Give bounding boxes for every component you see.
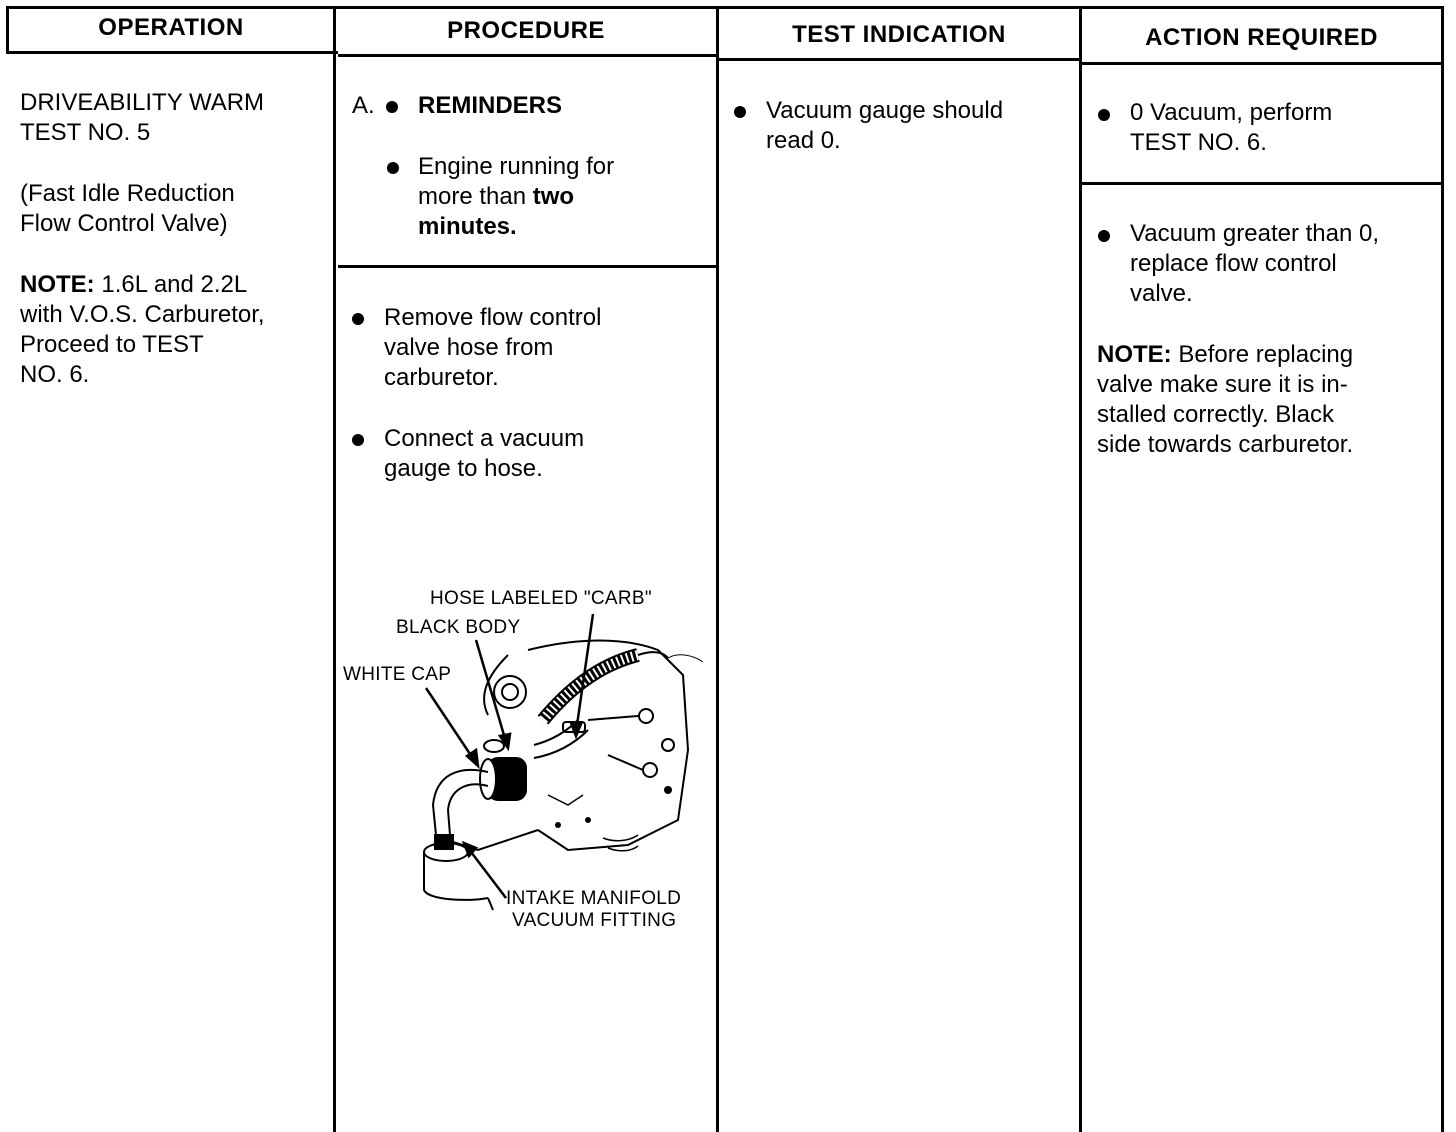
label-intake-line1: INTAKE MANIFOLD: [506, 888, 682, 909]
bullet-icon: [1098, 109, 1110, 121]
action-2-line1: Vacuum greater than 0,: [1130, 220, 1380, 247]
action-note-line3: stalled correctly. Black: [1097, 401, 1334, 428]
operation-title-line1: DRIVEABILITY WARM: [20, 89, 265, 116]
procedure-reminders-label: REMINDERS: [418, 92, 563, 119]
procedure-step2: Connect a vacuum gauge to hose.: [384, 424, 704, 484]
action-note: NOTE: Before replacing valve make sure i…: [1097, 340, 1437, 460]
test-indication-line1: Vacuum gauge should: [766, 97, 1004, 124]
procedure-reminder-bold2: minutes.: [418, 213, 517, 240]
operation-title-line2: TEST NO. 5: [20, 119, 151, 146]
bullet-icon: [734, 106, 746, 118]
table-right-border: [1441, 6, 1444, 1132]
procedure-reminder-bold1: two: [532, 183, 575, 210]
procedure-step1-line2: valve hose from: [384, 334, 554, 361]
operation-subtitle: (Fast Idle Reduction Flow Control Valve): [20, 179, 330, 239]
action-1-line1: 0 Vacuum, perform: [1130, 99, 1333, 126]
operation-title: DRIVEABILITY WARM TEST NO. 5: [20, 88, 330, 148]
label-white-cap: WHITE CAP: [343, 664, 452, 685]
procedure-step2-line1: Connect a vacuum: [384, 425, 585, 452]
header-operation: OPERATION: [98, 14, 244, 41]
operation-subtitle-line1: (Fast Idle Reduction: [20, 180, 235, 207]
procedure-reminder-line2: more than: [418, 183, 527, 210]
bullet-icon: [1098, 230, 1110, 242]
bullet-icon: [352, 434, 364, 446]
procedure-step2-line2: gauge to hose.: [384, 455, 543, 482]
column-divider-1: [333, 6, 336, 1132]
procedure-step-letter: A.: [352, 92, 375, 119]
header-procedure: PROCEDURE: [447, 17, 605, 44]
action-2-line2: replace flow control: [1130, 250, 1337, 277]
header-bottom-rule-operation: [6, 51, 338, 54]
operation-note: NOTE: 1.6L and 2.2L with V.O.S. Carburet…: [20, 270, 330, 390]
operation-note-line2: with V.O.S. Carburetor,: [20, 301, 265, 328]
header-bottom-rule-test: [718, 58, 1082, 61]
test-indication-text: Vacuum gauge should read 0.: [766, 96, 1076, 156]
label-black-body: BLACK BODY: [396, 617, 521, 638]
header-bottom-rule-procedure: [338, 54, 718, 57]
bullet-icon: [352, 313, 364, 325]
table-top-border: [6, 6, 1444, 9]
operation-note-line3: Proceed to TEST: [20, 331, 204, 358]
header-test-indication: TEST INDICATION: [792, 21, 1006, 48]
operation-note-line1: 1.6L and 2.2L: [101, 271, 248, 298]
table-left-border: [6, 6, 9, 54]
header-action-required: ACTION REQUIRED: [1145, 24, 1378, 51]
action-note-label: NOTE:: [1097, 341, 1172, 368]
operation-note-label: NOTE:: [20, 271, 95, 298]
action-1: 0 Vacuum, perform TEST NO. 6.: [1130, 98, 1435, 158]
column-divider-2: [716, 6, 719, 1132]
procedure-step1-line3: carburetor.: [384, 364, 499, 391]
bullet-icon: [387, 162, 399, 174]
action-2-line3: valve.: [1130, 280, 1193, 307]
flow-control-valve-illustration: HOSE LABELED "CARB" BLACK BODY WHITE CAP…: [338, 580, 710, 940]
procedure-reminder: Engine running for more than two minutes…: [418, 152, 708, 242]
action-note-line1: Before replacing: [1178, 341, 1354, 368]
action-note-line2: valve make sure it is in-: [1097, 371, 1348, 398]
bullet-icon: [386, 101, 398, 113]
procedure-reminder-line1: Engine running for: [418, 153, 615, 180]
action-2: Vacuum greater than 0, replace flow cont…: [1130, 219, 1440, 309]
operation-note-line4: NO. 6.: [20, 361, 90, 388]
label-intake-line2: VACUUM FITTING: [512, 910, 677, 931]
procedure-step1: Remove flow control valve hose from carb…: [384, 303, 704, 393]
action-1-line2: TEST NO. 6.: [1130, 129, 1267, 156]
action-note-line4: side towards carburetor.: [1097, 431, 1354, 458]
action-divider: [1082, 182, 1444, 185]
label-hose-carb: HOSE LABELED "CARB": [430, 588, 652, 609]
engine-hose-drawing: [423, 613, 704, 911]
procedure-step1-line1: Remove flow control: [384, 304, 602, 331]
procedure-divider: [338, 265, 718, 268]
test-indication-line2: read 0.: [766, 127, 841, 154]
header-bottom-rule-action: [1082, 62, 1444, 65]
operation-subtitle-line2: Flow Control Valve): [20, 210, 228, 237]
column-divider-3: [1079, 6, 1082, 1132]
